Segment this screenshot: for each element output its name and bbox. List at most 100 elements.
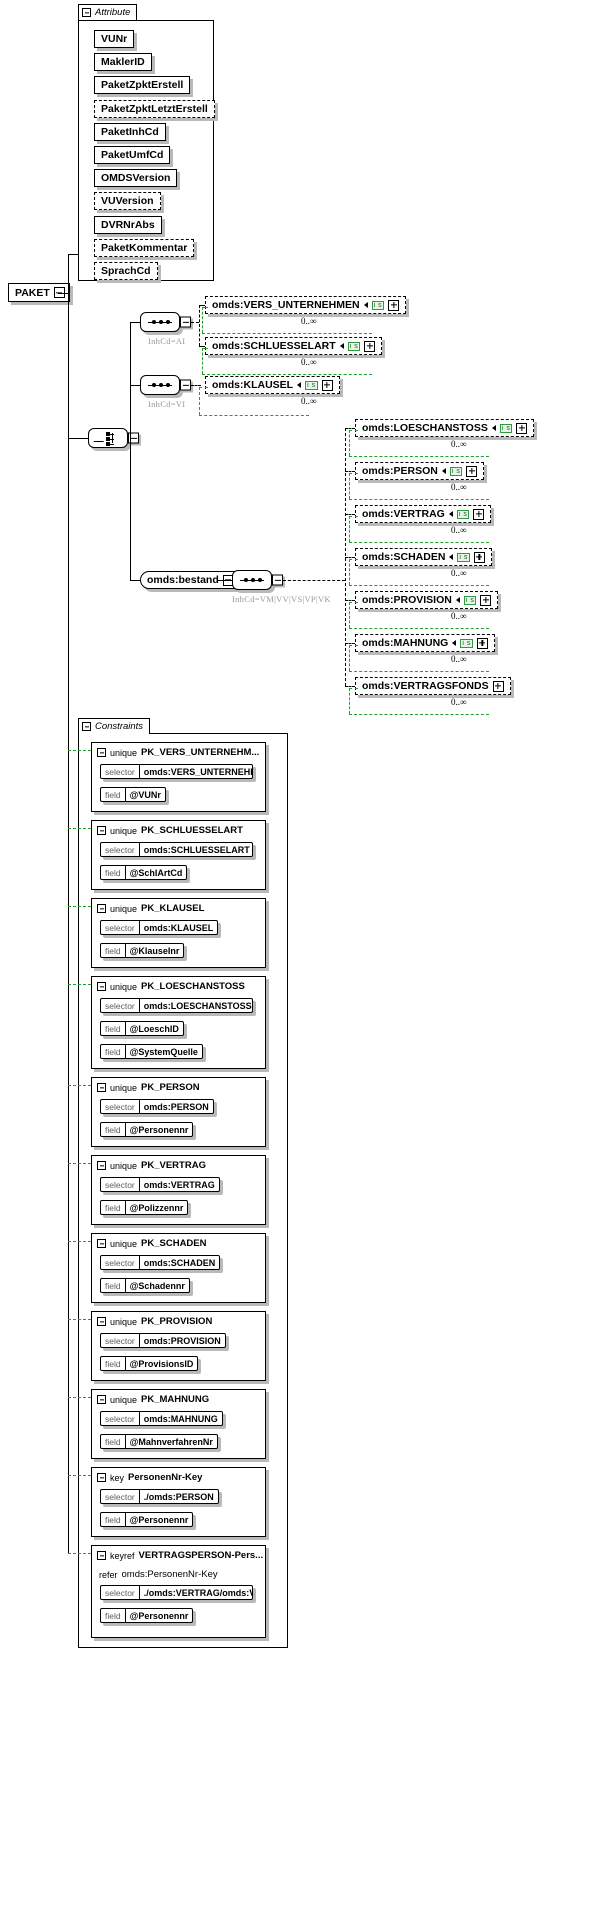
collapse-minus-icon[interactable]: [82, 722, 91, 731]
attribute-maklerid[interactable]: MaklerID: [94, 53, 152, 72]
constraint-row-field[interactable]: field@SchlArtCd: [100, 865, 188, 880]
constraint-row-field[interactable]: field@Schadennr: [100, 1278, 190, 1293]
attribute-group-header[interactable]: Attribute: [78, 4, 138, 20]
constraint-row-field[interactable]: field@Personennr: [100, 1512, 194, 1527]
collapse-minus-icon[interactable]: [97, 1473, 106, 1482]
constraint-row-field[interactable]: field@Personennr: [100, 1122, 194, 1137]
expand-plus-icon[interactable]: [476, 637, 488, 649]
collapse-minus-icon[interactable]: [97, 1083, 106, 1092]
expand-plus-icon[interactable]: [492, 680, 504, 692]
constraint-row-selector[interactable]: selector./omds:VERTRAG/omds:V...: [100, 1585, 253, 1600]
constraints-group-header[interactable]: Constraints: [78, 718, 151, 734]
attribute-paketkommentar[interactable]: PaketKommentar: [94, 238, 195, 257]
collapse-minus-icon[interactable]: [180, 316, 191, 328]
constraint-row-selector[interactable]: selector./omds:PERSON: [100, 1489, 219, 1504]
row-label: field: [105, 1435, 126, 1448]
attribute-vuversion[interactable]: VUVersion: [94, 192, 161, 211]
collapse-minus-icon[interactable]: [97, 826, 106, 835]
constraint-row-selector[interactable]: selectoromds:VERS_UNTERNEHM...: [100, 764, 253, 779]
root-element-paket[interactable]: PAKET: [8, 283, 70, 302]
sequence-compositor-bestand[interactable]: [232, 570, 283, 590]
expand-plus-icon[interactable]: [473, 508, 485, 520]
reference-line: [349, 516, 358, 517]
collapse-minus-icon[interactable]: [97, 748, 106, 757]
attribute-sprachcd[interactable]: SprachCd: [94, 262, 158, 280]
constraint-row-field[interactable]: field@KlauseInr: [100, 943, 185, 958]
expand-plus-icon[interactable]: [516, 422, 528, 434]
reference-line: [68, 828, 91, 829]
constraint-row-field[interactable]: field@VUNr: [100, 787, 166, 802]
constraint-row-field[interactable]: field@LoeschID: [100, 1021, 184, 1036]
constraint-row-field[interactable]: field@ProvisionsID: [100, 1356, 199, 1371]
collapse-minus-icon[interactable]: [97, 1239, 106, 1248]
collapse-minus-icon[interactable]: [97, 1551, 106, 1560]
attribute-paketzpktletzterstell[interactable]: PaketZpktLetztErstell: [94, 99, 215, 118]
attribute-paketumfcd[interactable]: PaketUmfCd: [94, 146, 171, 164]
constraint-row-field[interactable]: field@Polizzennr: [100, 1200, 189, 1215]
collapse-minus-icon[interactable]: [128, 432, 139, 444]
expand-plus-icon[interactable]: [466, 465, 478, 477]
expand-plus-icon[interactable]: [388, 299, 400, 311]
constraints-group-title: Constraints: [95, 721, 144, 732]
annotation-inhcd-vi: InhCd=VI: [148, 399, 186, 409]
constraint-row-field[interactable]: field@Personennr: [100, 1608, 194, 1623]
row-value: @ProvisionsID: [129, 1358, 194, 1369]
constraint-row-field[interactable]: field@MahnverfahrenNr: [100, 1434, 218, 1449]
choice-compositor[interactable]: [88, 428, 139, 448]
connector-branch-vi: [130, 385, 140, 386]
attribute-vunr[interactable]: VUNr: [94, 30, 135, 48]
sequence-compositor-ai[interactable]: [140, 312, 191, 332]
sequence-compositor-vi[interactable]: [140, 375, 191, 395]
element-vertragsfonds[interactable]: omds:VERTRAGSFONDS: [355, 677, 511, 695]
collapse-minus-icon[interactable]: [82, 8, 91, 17]
collapse-minus-icon[interactable]: [97, 1161, 106, 1170]
expand-plus-icon[interactable]: [364, 340, 376, 352]
collapse-minus-icon[interactable]: [97, 982, 106, 991]
row-value: @SchlArtCd: [129, 867, 183, 878]
attribute-paketinhcd[interactable]: PaketInhCd: [94, 122, 166, 141]
expand-plus-icon[interactable]: [480, 594, 492, 606]
expand-plus-icon[interactable]: [473, 551, 485, 563]
attribute-dvrnrabs[interactable]: DVRNrAbs: [94, 215, 162, 234]
attribute-omdsversion[interactable]: OMDSVersion: [94, 169, 178, 188]
attribute-paketzpkterstell[interactable]: PaketZpktErstell: [94, 76, 191, 95]
row-label: field: [105, 1201, 126, 1214]
constraint-row-field[interactable]: field@SystemQuelle: [100, 1044, 203, 1059]
collapse-minus-icon[interactable]: [97, 1395, 106, 1404]
collapse-minus-icon[interactable]: [272, 574, 283, 586]
collapse-minus-icon[interactable]: [180, 379, 191, 391]
collapse-minus-icon[interactable]: [97, 1317, 106, 1326]
expand-plus-icon[interactable]: [321, 379, 333, 391]
collapse-minus-icon[interactable]: [53, 287, 65, 298]
connector-dashed: [345, 643, 355, 644]
collapse-minus-icon[interactable]: [97, 904, 106, 913]
